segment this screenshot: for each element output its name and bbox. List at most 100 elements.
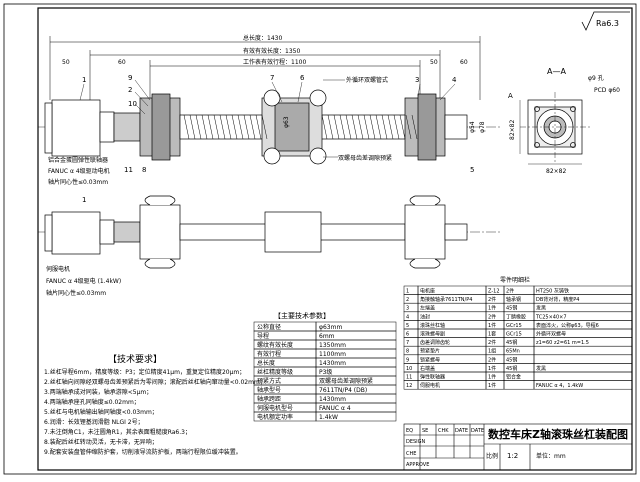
tech-params-title: 【主要技术参数】 (274, 311, 330, 320)
part-cell: 1件 (488, 382, 496, 389)
tb-cell-date1: DATE (455, 428, 468, 434)
part-cell: GCr15 (506, 332, 522, 338)
front-view (38, 89, 500, 165)
part-cell: 45钢 (506, 339, 517, 346)
callout-4: 4 (452, 76, 457, 84)
part-cell: z1=60 z2=61 m=1.5 (536, 340, 589, 346)
part-cell: 2件 (488, 356, 496, 363)
dim-left-60: 60 (118, 59, 126, 66)
side-view (519, 92, 590, 165)
scale-label: 比例 (486, 452, 498, 460)
part-cell: 角接触轴承7611TN/P4 (420, 296, 472, 303)
tech-param-value: 7611TN/P4 (DB) (319, 387, 367, 394)
roughness-symbol: Ra6.3 (581, 11, 630, 31)
pcd-label: PCD φ60 (594, 87, 620, 94)
tech-param-value: 6mm (319, 333, 335, 340)
part-cell: 11 (406, 375, 412, 381)
callout-3: 3 (415, 76, 419, 84)
tech-req-title: 【技术要求】 (108, 353, 162, 365)
leader-lines (79, 79, 456, 158)
label-outer-nut: 外循环双螺管式 (346, 76, 388, 84)
plan-view (38, 195, 500, 269)
dim-effective-thread: 有效有效长度：1350 (243, 47, 300, 55)
part-cell: 1件 (488, 322, 496, 329)
tech-param-name: 总长度 (257, 359, 275, 367)
part-cell: DB背对背，精度P4 (536, 296, 579, 303)
tech-param-value: φ63mm (319, 324, 342, 331)
tech-param-value: 双螺母齿差调隙预紧 (319, 377, 373, 385)
tech-param-value: 1430mm (319, 360, 346, 367)
part-cell: 锁紧螺母 (420, 356, 440, 363)
callout-9: 9 (128, 74, 132, 82)
dim-work-travel: 工作表有效行程：1100 (243, 58, 306, 66)
callout-2: 2 (128, 86, 132, 94)
side-view-title: A—A (547, 67, 566, 76)
part-cell: FANUC α 4，1.4kW (536, 383, 583, 389)
tb-cell-eq: EQ (406, 428, 413, 434)
part-cell: 发黑 (536, 305, 546, 312)
part-cell: 1件 (488, 305, 496, 312)
part-cell: 发黑 (536, 365, 546, 372)
callout-8: 8 (142, 166, 146, 174)
tech-param-name: 轴承跨距 (257, 395, 281, 403)
tech-req-item: 3.两端轴承成对同装，轴承游隙<5μm； (44, 388, 152, 396)
part-cell: 弹性联轴器 (420, 374, 445, 381)
part-cell: GCr15 (506, 323, 522, 329)
part-cell: 滚珠螺母副 (420, 331, 445, 338)
part-cell: TC25×40×7 (535, 314, 567, 320)
part-cell: 1组 (488, 348, 496, 355)
callout-10: 10 (128, 100, 137, 108)
height-dim: 82×82 (509, 120, 516, 140)
motor-front (51, 99, 101, 157)
part-cell: 12 (406, 383, 412, 389)
part-cell: 2件 (488, 313, 496, 320)
tech-req-item: 1.丝杠导程6mm，精度等级：P3；定位精度41μm，重复定位精度20μm； (44, 368, 245, 376)
part-cell: 右端盖 (420, 365, 435, 372)
part-cell: 预紧垫片 (420, 348, 440, 355)
tech-param-name: 公称直径 (257, 323, 281, 331)
label-coax: 轴片同心性≤0.03mm (48, 178, 108, 186)
dim-phi78: φ78 (479, 121, 486, 133)
part-cell: Z-12 (488, 289, 500, 295)
dim-left-50: 50 (62, 59, 70, 66)
tech-req-item: 2.丝杠轴向间隙经双螺母齿差预紧后为零间隙；滚配后丝杠轴向窜动量<0.02mm； (44, 378, 266, 386)
callout-7: 7 (270, 74, 274, 82)
tech-param-name: 伺服电机型号 (257, 404, 293, 412)
part-cell: 铝合金 (506, 374, 521, 381)
plan-callout-1: 1 (82, 196, 86, 204)
title-block (403, 423, 633, 471)
part-cell: 齿差调隙齿轮 (420, 339, 450, 346)
roughness-label: Ra6.3 (596, 19, 619, 28)
part-cell: 外循环双螺母 (536, 331, 566, 338)
callout-11: 11 (124, 166, 133, 174)
scale-value: 1:2 (507, 452, 518, 460)
part-cell: 8 (406, 349, 409, 355)
section-mark-a: A (508, 92, 513, 100)
tech-req-item: 6.润滑：长效锂基润滑脂 NLGI 2号； (44, 418, 144, 426)
dim-right-60: 60 (460, 59, 468, 66)
part-cell: 轴承钢 (506, 296, 521, 303)
part-cell: 45钢 (506, 356, 517, 363)
dim-phi63: φ63 (283, 116, 290, 128)
callout-5: 5 (470, 166, 474, 174)
coupling-front (113, 112, 141, 142)
part-cell: 4 (406, 314, 409, 320)
part-cell: 6 (406, 332, 409, 338)
label-motor-type: FANUC α 4级驱动电机 (48, 167, 110, 175)
part-cell: 5 (406, 323, 409, 329)
front-callouts: 1 9 2 10 11 8 7 6 3 4 5 (82, 74, 474, 174)
tech-param-value: 1100mm (319, 351, 346, 358)
outer-frame (3, 3, 637, 475)
tb-cell-design: DESIGN (406, 439, 426, 445)
part-cell: 1件 (488, 365, 496, 372)
tech-param-name: 电机额定功率 (257, 413, 293, 421)
label-double-nut: 双螺母齿差调隙预紧 (338, 154, 392, 162)
drawing-title: 数控车床Z轴滚珠丝杠装配图 (488, 427, 628, 441)
part-cell: 3 (406, 306, 409, 312)
tech-req-list: 1.丝杠导程6mm，精度等级：P3；定位精度41μm，重复定位精度20μm； 2.… (44, 368, 266, 456)
plan-motor-label: 伺服电机 (46, 265, 70, 273)
dim-right-50: 50 (430, 59, 438, 66)
tb-cell-chk: CHK (438, 428, 449, 434)
plan-motor-type: FANUC α 4级驱电 (1.4kW) (46, 277, 121, 285)
